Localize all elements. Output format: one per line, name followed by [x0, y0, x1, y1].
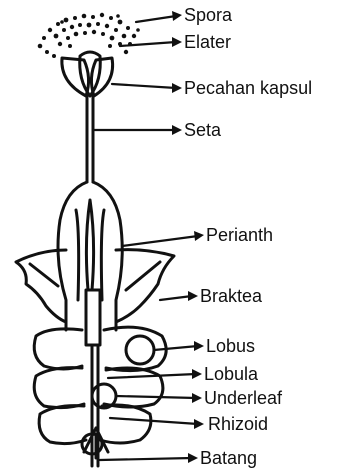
capsule-valve-left [62, 58, 89, 96]
perianth-inner [76, 200, 104, 300]
label-braktea: Braktea [200, 287, 262, 305]
lobule-circle [126, 336, 154, 364]
bract-right [116, 250, 174, 322]
seta-stalk [87, 96, 93, 182]
lobe-left-1 [34, 329, 82, 369]
label-lobula: Lobula [204, 365, 258, 383]
label-elater: Elater [184, 33, 231, 51]
label-lobus: Lobus [206, 337, 255, 355]
perianth-core [86, 290, 100, 345]
lobe-left-2 [34, 368, 84, 408]
lobe-right-3 [100, 405, 151, 443]
label-underleaf: Underleaf [204, 389, 282, 407]
lobe-left-3 [39, 406, 86, 444]
label-perianth: Perianth [206, 226, 273, 244]
label-spora: Spora [184, 6, 232, 24]
bract-veins [30, 262, 160, 290]
label-seta: Seta [184, 121, 221, 139]
label-rhizoid: Rhizoid [208, 415, 268, 433]
label-batang: Batang [200, 449, 257, 467]
label-pecahan-kapsul: Pecahan kapsul [184, 79, 312, 97]
